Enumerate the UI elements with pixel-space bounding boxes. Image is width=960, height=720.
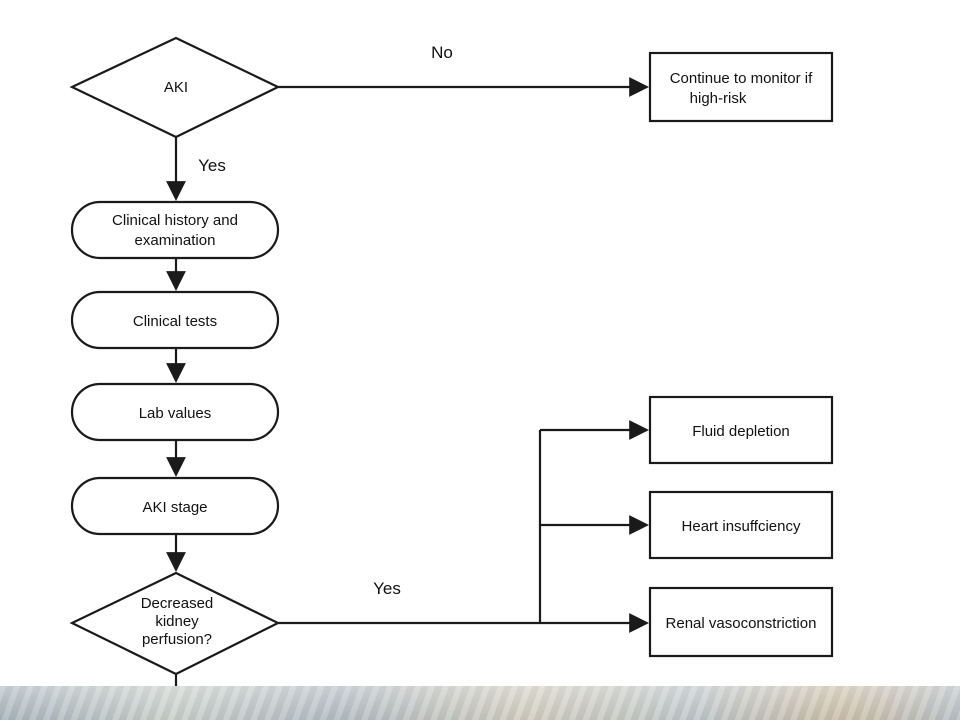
history-step-label-2: examination — [135, 232, 216, 249]
renal-box-label: Renal vasoconstriction — [666, 615, 817, 632]
no-label: No — [431, 43, 453, 62]
heart-box-shape — [648, 490, 834, 560]
monitor-box-label-2: high-risk — [690, 90, 747, 107]
history-step-label-1: Clinical history and — [112, 212, 238, 229]
perfusion-decision-label-3: perfusion? — [142, 631, 212, 648]
yes-label-top: Yes — [198, 156, 226, 175]
fluid-box-label: Fluid depletion — [692, 423, 790, 440]
tests-step-label: Clinical tests — [133, 313, 217, 330]
yes-label-right: Yes — [373, 579, 401, 598]
perfusion-decision-label-1: Decreased — [141, 595, 214, 612]
stage-step-label: AKI stage — [142, 499, 207, 516]
renal-box-shape — [648, 586, 834, 658]
heart-box-label: Heart insuffciency — [682, 518, 801, 535]
perfusion-decision-label-2: kidney — [155, 613, 199, 630]
history-step-shape — [70, 200, 280, 260]
lab-step-label: Lab values — [139, 405, 212, 422]
monitor-box-shape — [648, 51, 834, 123]
monitor-box-label-1: Continue to monitor if — [670, 70, 813, 87]
fluid-box-shape — [648, 395, 834, 465]
aki-decision-label: AKI — [164, 79, 188, 96]
decorative-footer-band — [0, 686, 960, 720]
